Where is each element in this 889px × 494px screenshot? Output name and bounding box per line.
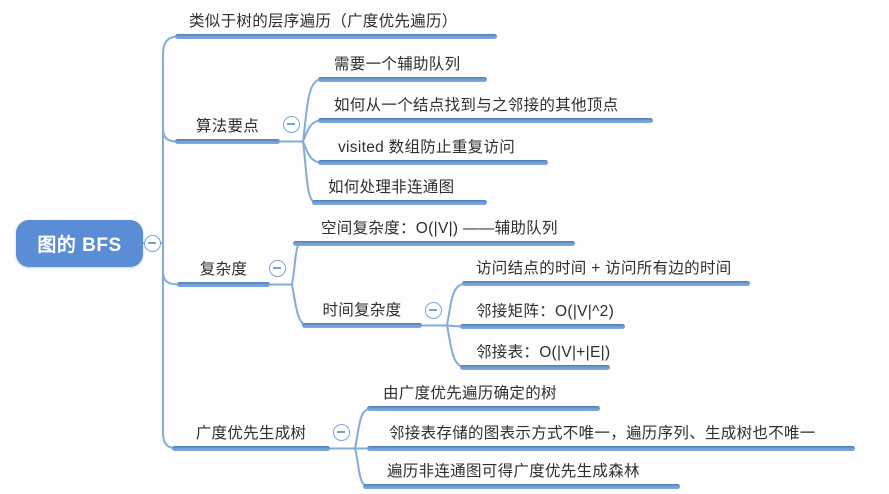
connector-branch3-child1: [291, 242, 302, 286]
node-root[interactable]: 图的 BFS: [16, 220, 143, 267]
node-visited-array[interactable]: visited 数组防止重复访问: [318, 137, 548, 165]
connector-trunk: [162, 35, 179, 450]
node-space-complexity[interactable]: 空间复杂度：O(|V|) ——辅助队列: [293, 218, 575, 246]
root-label: 图的 BFS: [37, 235, 122, 256]
topic-underline: [318, 160, 548, 165]
collapse-button-complexity[interactable]: [268, 259, 286, 277]
topic-underline: [293, 241, 575, 246]
connector-branch2-child1: [302, 78, 322, 143]
topic-underline: [367, 406, 600, 411]
node-bfs-spanning-tree[interactable]: 广度优先生成树: [172, 423, 330, 451]
node-visit-time-sum[interactable]: 访问结点的时间 + 访问所有边的时间: [462, 258, 750, 286]
node-find-adjacent-vertices[interactable]: 如何从一个结点找到与之邻接的其他顶点: [318, 95, 653, 123]
collapse-button-bfs-spanning-tree[interactable]: [332, 423, 350, 441]
topic-underline: [302, 323, 422, 328]
topic-underline: [318, 77, 487, 82]
topic-underline: [312, 200, 487, 205]
topic-underline: [175, 139, 280, 144]
collapse-button-time-complexity[interactable]: [424, 301, 442, 319]
topic-underline: [460, 324, 625, 329]
topic-underline: [363, 484, 680, 489]
topic-underline: [367, 446, 855, 451]
collapse-button-root[interactable]: [143, 234, 161, 252]
node-representation-not-unique[interactable]: 邻接表存储的图表示方式不唯一，遍历序列、生成树也不唯一: [367, 423, 855, 451]
node-handle-disconnected-graph[interactable]: 如何处理非连通图: [312, 177, 487, 205]
topic-underline: [462, 281, 750, 286]
topic-underline: [460, 365, 610, 370]
node-level-order-traversal[interactable]: 类似于树的层序遍历（广度优先遍历）: [175, 11, 497, 39]
connector-trunk-branch2: [162, 127, 178, 143]
topic-underline: [175, 34, 497, 39]
node-spanning-forest[interactable]: 遍历非连通图可得广度优先生成森林: [363, 461, 680, 489]
node-algorithm-points[interactable]: 算法要点: [175, 116, 280, 144]
connector-trunk-branch3: [162, 270, 180, 286]
collapse-button-algorithm-points[interactable]: [282, 115, 300, 133]
node-need-aux-queue[interactable]: 需要一个辅助队列: [318, 54, 487, 82]
node-adjacency-matrix-complexity[interactable]: 邻接矩阵：O(|V|^2): [460, 301, 625, 329]
topic-underline: [172, 446, 330, 451]
topic-underline: [177, 282, 270, 287]
node-adjacency-list-complexity[interactable]: 邻接表：O(|V|+|E|): [460, 342, 610, 370]
topic-underline: [318, 118, 653, 123]
node-complexity[interactable]: 复杂度: [177, 259, 270, 287]
node-tree-from-bfs[interactable]: 由广度优先遍历确定的树: [367, 383, 600, 411]
node-time-complexity[interactable]: 时间复杂度: [302, 300, 422, 328]
